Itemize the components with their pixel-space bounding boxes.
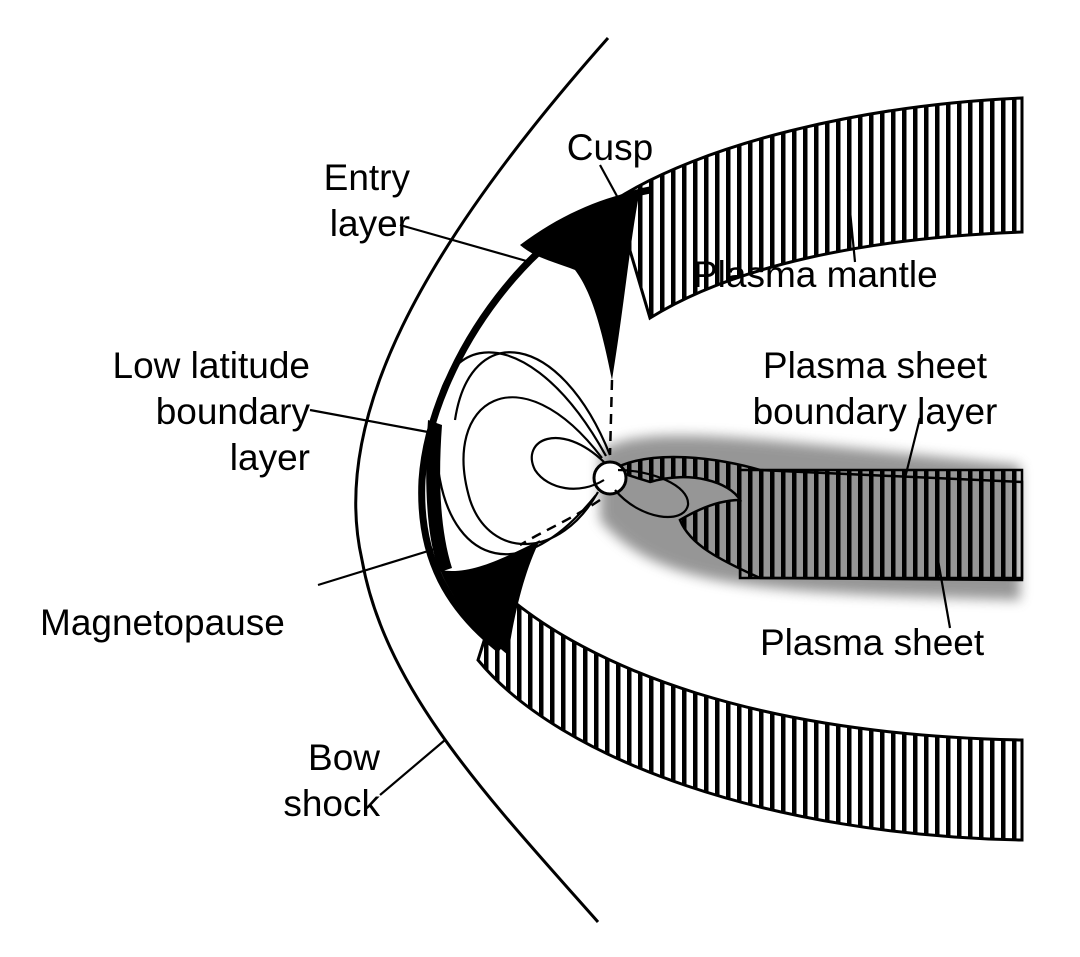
low-latitude-boundary-layer [426,420,452,572]
magnetopause-label: Magnetopause [40,602,285,643]
cusp-label: Cusp [566,127,654,168]
low-latitude-label-line3: layer [229,437,310,478]
plasma-mantle-label: Plasma mantle [693,254,938,295]
earth [592,460,628,496]
plasma-sheet-label: Plasma sheet [760,622,985,663]
plasma-sheet-boundary-label-line1: Plasma sheet [762,345,988,386]
low-latitude-label-line1: Low latitude [112,345,310,386]
plasma-mantle-band-upper [613,96,1024,321]
cusp-field-line [608,379,614,456]
plasma-mantle-band-lower [476,587,1024,842]
entry-layer-label-line1: Entry [323,157,410,198]
bow-shock-label-line2: shock [283,783,380,824]
leader-lines [309,164,952,796]
plasma-sheet-core [738,468,1024,580]
cusp-entry-layer-north [520,190,640,380]
entry-layer-label-line2: layer [329,203,410,244]
cusp-entry-layer-south [440,540,540,655]
bow-shock-label-line1: Bow [308,737,380,778]
low-latitude-label-line2: boundary [155,391,310,432]
bow-shock-curve [354,37,610,923]
plasma-sheet-boundary-label-line2: boundary layer [752,391,998,432]
field-lines [434,351,690,556]
